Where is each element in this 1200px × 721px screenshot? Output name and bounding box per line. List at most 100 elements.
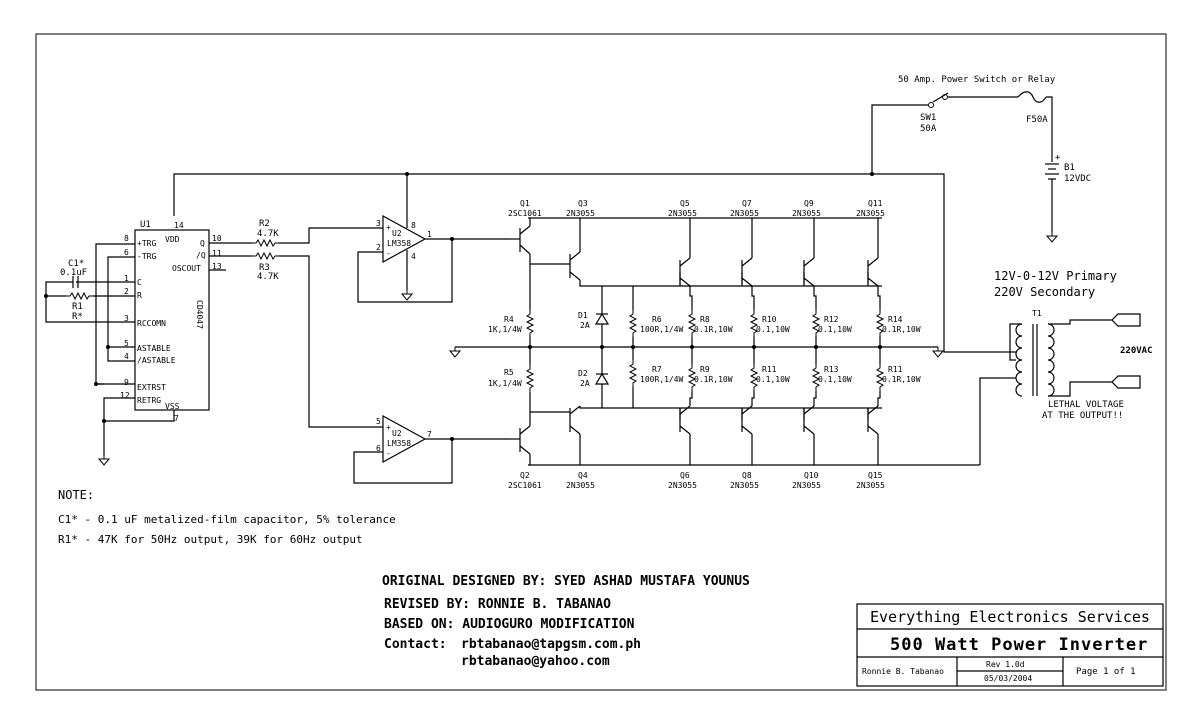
- col1-mid-junction: [752, 345, 756, 349]
- col0-top-r-label: R8: [700, 315, 710, 324]
- contact-label: Contact:: [384, 637, 447, 652]
- q2-part: 2SC1061: [508, 481, 542, 490]
- output-voltage-label: 220VAC: [1120, 346, 1153, 356]
- resistor-r6: [629, 309, 637, 338]
- note-r1: R1* - 47K for 50Hz output, 39K for 60Hz …: [58, 533, 363, 546]
- col0-top-r-value: 0.1R,10W: [694, 325, 733, 334]
- col3-top-r-value: 0.1R,10W: [882, 325, 921, 334]
- battery-label: B1: [1064, 163, 1075, 173]
- pin-6: 6: [124, 248, 129, 257]
- d1-label: D1: [578, 311, 588, 320]
- t1-label: T1: [1032, 309, 1042, 318]
- title-block: Everything Electronics Services 500 Watt…: [856, 603, 1164, 687]
- credit-based: BASED ON: AUDIOGURO MODIFICATION: [384, 617, 635, 632]
- col1-bottom-transistor-emitter: [741, 425, 753, 435]
- col0-bot-r-value: 0.1R,10W: [694, 375, 733, 384]
- u2a-pin3: 3: [376, 219, 381, 228]
- col3-bottom-transistor-collector: [867, 405, 879, 415]
- u1-vdd: VDD: [165, 235, 180, 244]
- u2b-opamp: [382, 414, 427, 464]
- col3-top-transistor-collector: [867, 257, 879, 267]
- lethal-warning-2: AT THE OUTPUT!!: [1042, 411, 1123, 421]
- col0-bot-r-label: R9: [700, 365, 710, 374]
- resistor-r4: [526, 309, 534, 338]
- company-name: Everything Electronics Services: [870, 608, 1150, 626]
- u1-body: [134, 229, 210, 411]
- col3-top-q-label: Q11: [868, 199, 883, 208]
- col2-top-transistor-collector: [803, 257, 815, 267]
- q3-label: Q3: [578, 199, 588, 208]
- u2b-label: U2: [392, 429, 402, 438]
- col0-top-q-part: 2N3055: [668, 209, 697, 218]
- col1-bot-r-value: 0.1,10W: [756, 375, 790, 384]
- col0-bottom-transistor-emitter: [679, 425, 691, 435]
- u1-extrst: EXTRST: [137, 383, 166, 392]
- col1-top-r-label: R10: [762, 315, 777, 324]
- battery-plus: +: [1055, 153, 1061, 163]
- contact-email-2: rbtabanao@yahoo.com: [461, 654, 610, 669]
- pin-2: 2: [124, 287, 129, 296]
- u1-retrg: RETRG: [137, 396, 161, 405]
- col3-bottom-transistor-emitter: [867, 425, 879, 435]
- r3-label: R3: [259, 263, 270, 273]
- col0-top-q-label: Q5: [680, 199, 690, 208]
- resistor-r12: [811, 310, 821, 337]
- u2a-pin2: 2: [376, 243, 381, 252]
- u1-part: CD4047: [195, 300, 204, 329]
- u1-nastable: /ASTABLE: [137, 356, 176, 365]
- resistor-r9-col0: [687, 364, 697, 391]
- r7-value: 100R,1/4W: [640, 375, 684, 384]
- u1-c: C: [137, 278, 142, 287]
- pin-12: 12: [120, 391, 130, 400]
- pin-8: 8: [124, 234, 129, 243]
- pin-5: 5: [124, 339, 129, 348]
- pin-1: 1: [124, 274, 129, 283]
- r2-label: R2: [259, 219, 270, 229]
- pin-9: 9: [124, 378, 129, 387]
- sw1-value: 50A: [920, 124, 937, 134]
- resistor-r13-col2: [811, 364, 821, 391]
- sw1-label: SW1: [920, 113, 936, 123]
- u2a-label: U2: [392, 229, 402, 238]
- pin-10: 10: [212, 234, 222, 243]
- driver-section: R2 4.7K R3 4.7K U2 LM358 + - 3 2 1 8 4 U…: [209, 174, 510, 484]
- col0-top-emitter-wire: [689, 286, 693, 310]
- diode-d1: [594, 312, 610, 325]
- col3-top-q-part: 2N3055: [856, 209, 885, 218]
- q4-label: Q4: [578, 471, 588, 480]
- col2-bot-r-value: 0.1,10W: [818, 375, 852, 384]
- battery-value: 12VDC: [1064, 174, 1091, 184]
- drawing-title: 500 Watt Power Inverter: [890, 635, 1148, 655]
- page-number: Page 1 of 1: [1076, 667, 1136, 677]
- u1-oscout: OSCOUT: [172, 264, 201, 273]
- col0-bot-q-part: 2N3055: [668, 481, 697, 490]
- u1-rccomn: RCCOMN: [137, 319, 166, 328]
- col1-bot-q-label: Q8: [742, 471, 752, 480]
- resistor-r10: [749, 310, 759, 337]
- power-transistor-columns: Q52N3055R80.1R,10WR90.1R,10WQ62N3055Q72N…: [668, 199, 921, 490]
- resistor-r5: [526, 364, 534, 393]
- col0-top-transistor-emitter: [679, 277, 691, 287]
- lethal-warning-1: LETHAL VOLTAGE: [1048, 400, 1124, 410]
- r1-value: R*: [72, 312, 83, 322]
- u1-nq: /Q: [196, 251, 206, 260]
- fuse-f50a-symbol: [1017, 91, 1047, 103]
- col2-bottom-transistor-collector: [803, 405, 815, 415]
- r4-value: 1K,1/4W: [488, 325, 522, 334]
- output-terminal-1: [1111, 313, 1141, 327]
- col2-top-q-part: 2N3055: [792, 209, 821, 218]
- u1-label: U1: [140, 220, 151, 230]
- resistor-r14: [875, 310, 885, 337]
- col0-top-transistor-collector: [679, 257, 691, 267]
- drawing-date: 05/03/2004: [984, 674, 1032, 683]
- pin-13: 13: [212, 262, 222, 271]
- r6-label: R6: [652, 315, 662, 324]
- u1-trgn: -TRG: [137, 252, 156, 261]
- u2a-pin1: 1: [427, 230, 432, 239]
- credit-designed: ORIGINAL DESIGNED BY: SYED ASHAD MUSTAFA…: [382, 574, 750, 589]
- u1-q: Q: [200, 239, 205, 248]
- resistor-r1: [65, 292, 94, 300]
- col2-mid-junction: [814, 345, 818, 349]
- col2-top-r-value: 0.1,10W: [818, 325, 852, 334]
- resistor-r2: [251, 239, 280, 247]
